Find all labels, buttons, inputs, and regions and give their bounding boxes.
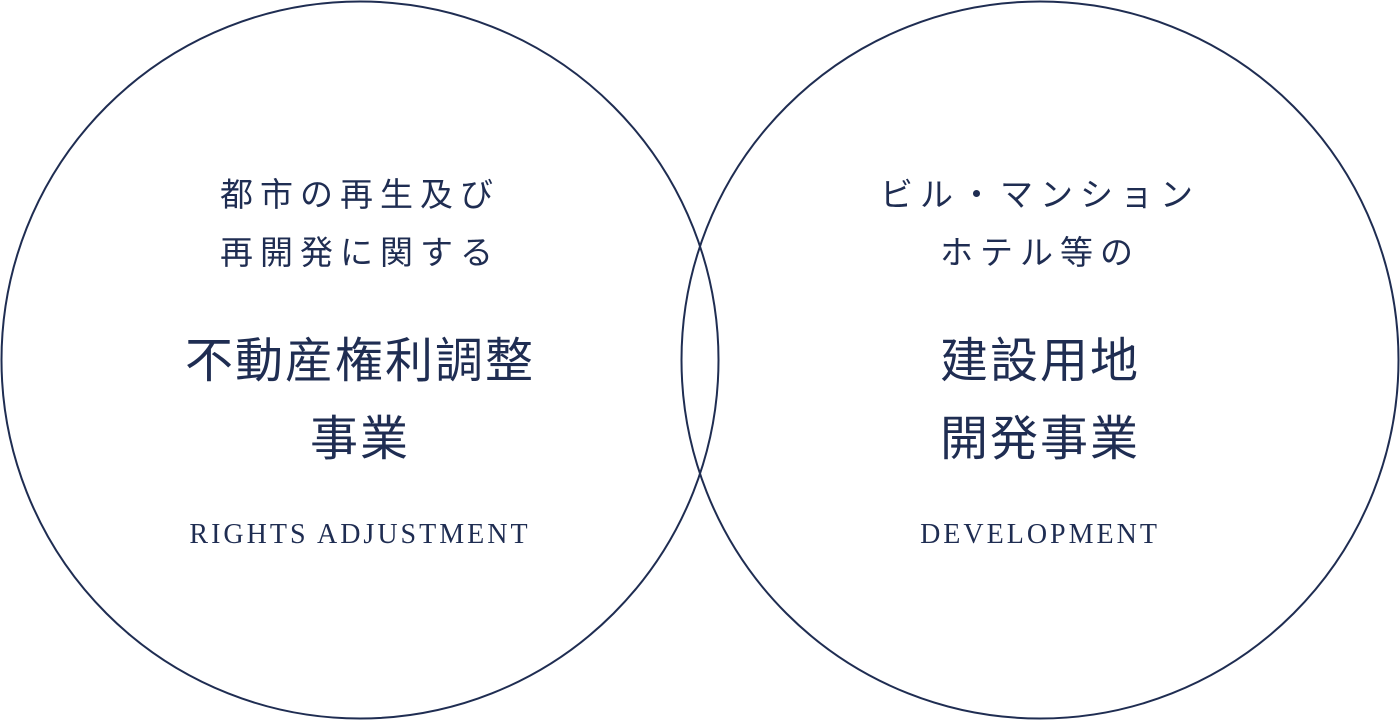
development-english-label: DEVELOPMENT	[920, 519, 1160, 550]
subtitle-line: 都市の再生及び	[220, 175, 500, 214]
subtitle-line: ホテル等の	[940, 233, 1140, 272]
title-line: 開発事業	[939, 411, 1140, 467]
rights-adjustment-title: 不動産権利調整 事業	[60, 322, 660, 478]
development-title: 建設用地 開発事業	[740, 322, 1340, 478]
development-subtitle: ビル・マンション ホテル等の	[740, 166, 1340, 282]
title-line: 事業	[309, 411, 410, 467]
development-circle: ビル・マンション ホテル等の 建設用地 開発事業 DEVELOPMENT	[740, 0, 1340, 720]
title-line: 不動産権利調整	[184, 333, 535, 389]
rights-adjustment-subtitle: 都市の再生及び 再開発に関する	[60, 166, 660, 282]
rights-adjustment-english-label: RIGHTS ADJUSTMENT	[189, 519, 531, 550]
rights-adjustment-circle: 都市の再生及び 再開発に関する 不動産権利調整 事業 RIGHTS ADJUST…	[60, 0, 660, 720]
subtitle-line: ビル・マンション	[880, 175, 1200, 214]
subtitle-line: 再開発に関する	[220, 233, 500, 272]
title-line: 建設用地	[939, 333, 1140, 389]
